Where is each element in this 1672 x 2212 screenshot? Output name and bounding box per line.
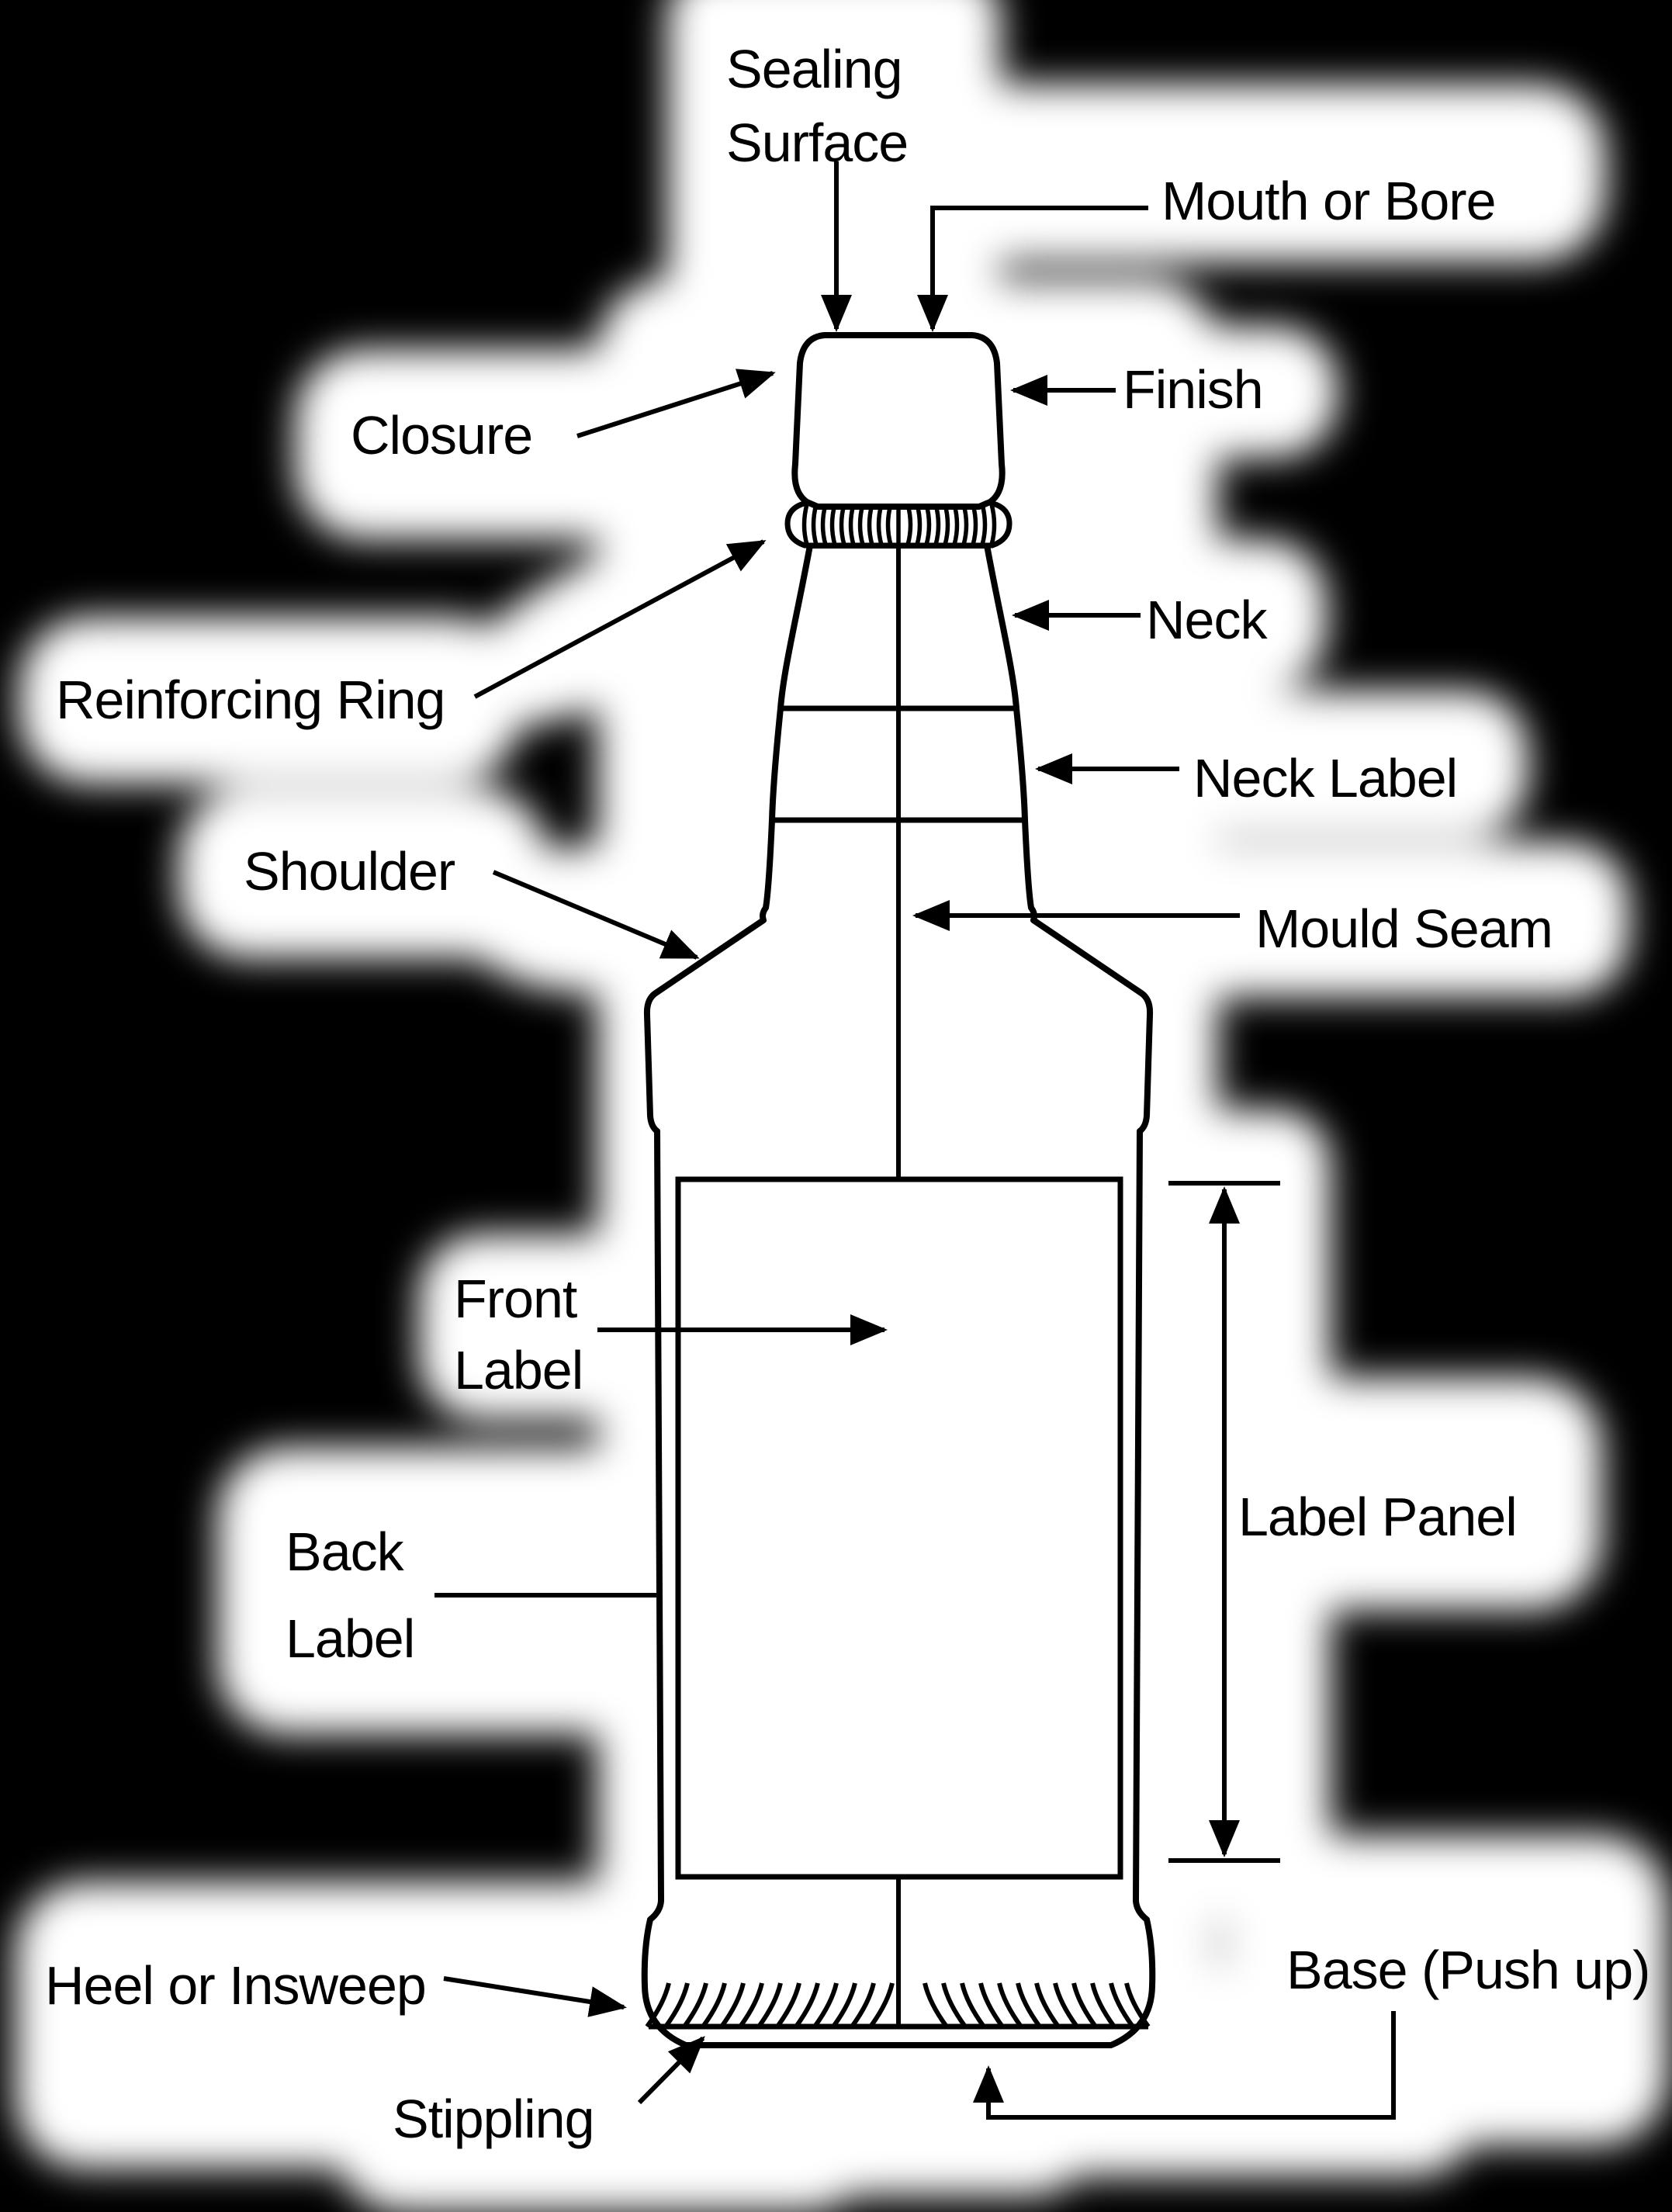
label-mould-seam: Mould Seam [1255,898,1553,959]
label-sealing-surface: Sealing Surface [726,33,909,180]
label-back-label-line1: Back [286,1521,404,1582]
label-base-push-up: Base (Push up) [1286,1940,1650,2000]
label-front-label-line2: Label [454,1340,583,1400]
cap-shape [791,332,1006,510]
label-neck-label: Neck Label [1193,748,1458,808]
label-mouth-or-bore: Mouth or Bore [1161,171,1497,231]
label-closure: Closure [351,405,533,466]
label-front-label-line1: Front [454,1269,577,1329]
label-sealing-surface-line2: Surface [726,113,909,173]
label-back-label-line2: Label [286,1608,415,1669]
stippling-marks [645,1982,1151,2028]
label-sealing-surface-line1: Sealing [726,39,903,99]
label-shoulder: Shoulder [244,841,455,902]
connector-arrows [434,161,1396,2120]
arrow-reinforcing-ring [473,539,767,699]
arrow-shoulder [492,870,700,960]
label-heel-or-insweep: Heel or Insweep [45,1955,427,2016]
arrow-closure [576,369,776,438]
label-neck: Neck [1146,590,1267,650]
arrow-stippling [637,2036,705,2105]
label-label-panel: Label Panel [1238,1487,1518,1547]
neck-label-band [772,705,1025,823]
arrow-heel [443,1976,627,2017]
arrow-mouth-or-bore [917,206,1148,332]
label-stippling: Stippling [393,2089,595,2149]
label-reinforcing-ring: Reinforcing Ring [56,670,445,730]
reinforcing-ring-hatching [801,504,997,545]
label-finish: Finish [1123,359,1264,420]
front-label-box [675,1176,1123,1880]
arrow-base-push-up [973,2011,1396,2120]
label-front-label: Front Label [454,1263,583,1406]
label-back-label: Back Label [286,1508,415,1682]
